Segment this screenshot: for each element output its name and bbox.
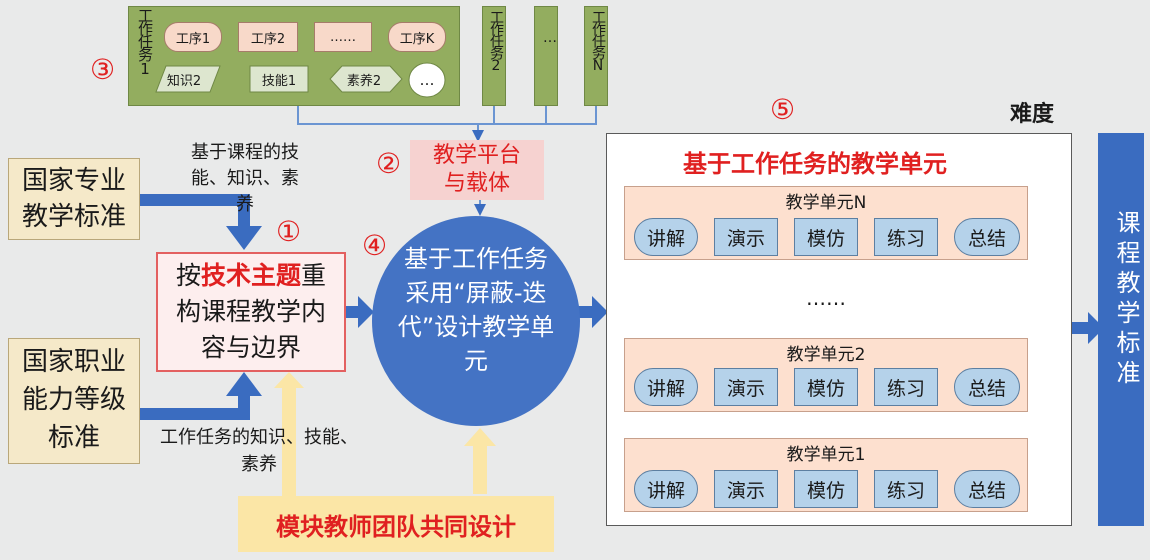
- unit-step-imitate: 模仿: [794, 218, 858, 256]
- restructure-prefix: 按: [175, 261, 201, 290]
- teaching-units-title: 基于工作任务的教学单元: [683, 150, 947, 178]
- unit-step-summary: 总结: [954, 218, 1020, 256]
- process-step: ……: [314, 22, 372, 52]
- unit-step-practice: 练习: [874, 218, 938, 256]
- skill-item: 技能1: [261, 73, 297, 89]
- work-task-2-panel: [482, 6, 506, 106]
- restructure-text: 重构课程教学内容与边界: [175, 261, 327, 362]
- unit-step-explain: 讲解: [634, 218, 698, 256]
- national-professional-standard: 国家专业教学标准: [8, 158, 140, 240]
- work-task-1-title: 工作任务1: [136, 8, 154, 76]
- teaching-unit-name: 教学单元2: [786, 345, 866, 365]
- knowledge-item: 知识2: [166, 73, 202, 89]
- course-standard-bar: [1098, 133, 1144, 526]
- platform-box: 教学平台与载体: [410, 140, 544, 200]
- course-standard-label: 课程教学标准: [1112, 210, 1140, 390]
- tech-topic-highlight: 技术主题: [200, 261, 301, 290]
- process-step: 工序1: [164, 22, 222, 52]
- top-input-label: 基于课程的技能、知识、素养: [191, 142, 299, 215]
- unit-step-summary: 总结: [954, 470, 1020, 508]
- unit-step-imitate: 模仿: [794, 470, 858, 508]
- more-items-ellipsis: …: [419, 71, 435, 89]
- restructure-box: 按技术主题重构课程教学内容与边界: [156, 252, 346, 372]
- process-step: 工序K: [388, 22, 446, 52]
- teaching-unit-name: 教学单元N: [785, 193, 867, 213]
- unit-step-demo: 演示: [714, 218, 778, 256]
- design-circle: 基于工作任务采用“屏蔽-迭代”设计教学单元: [372, 216, 580, 426]
- unit-step-practice: 练习: [874, 368, 938, 406]
- unit-step-summary: 总结: [954, 368, 1020, 406]
- unit-step-practice: 练习: [874, 470, 938, 508]
- work-task-more-dots: …: [542, 30, 558, 44]
- work-task-n-title: 工作任务N: [590, 10, 606, 72]
- process-step: 工序2: [238, 22, 298, 52]
- bottom-input-label: 工作任务的知识、技能、素养: [160, 427, 358, 475]
- marker-2: ②: [376, 147, 402, 180]
- teacher-team-box: 模块教师团队共同设计: [238, 496, 554, 552]
- task-items-shapes: [155, 62, 446, 98]
- unit-step-explain: 讲解: [634, 368, 698, 406]
- work-task-2-title: 工作任务2: [488, 10, 504, 72]
- national-vocational-standard: 国家职业能力等级标准: [8, 338, 140, 464]
- marker-5: ⑤: [770, 93, 796, 126]
- teaching-unit-name: 教学单元1: [786, 445, 866, 465]
- unit-step-demo: 演示: [714, 470, 778, 508]
- unit-step-demo: 演示: [714, 368, 778, 406]
- unit-step-explain: 讲解: [634, 470, 698, 508]
- difficulty-label: 难度: [1010, 102, 1055, 127]
- work-task-n-panel: [584, 6, 608, 106]
- marker-4: ④: [362, 229, 388, 262]
- work-task-more-panel: [534, 6, 558, 106]
- marker-3: ③: [90, 53, 116, 86]
- units-ellipsis: ……: [806, 286, 846, 310]
- literacy-item: 素养2: [346, 73, 382, 89]
- unit-step-imitate: 模仿: [794, 368, 858, 406]
- marker-1: ①: [276, 215, 302, 248]
